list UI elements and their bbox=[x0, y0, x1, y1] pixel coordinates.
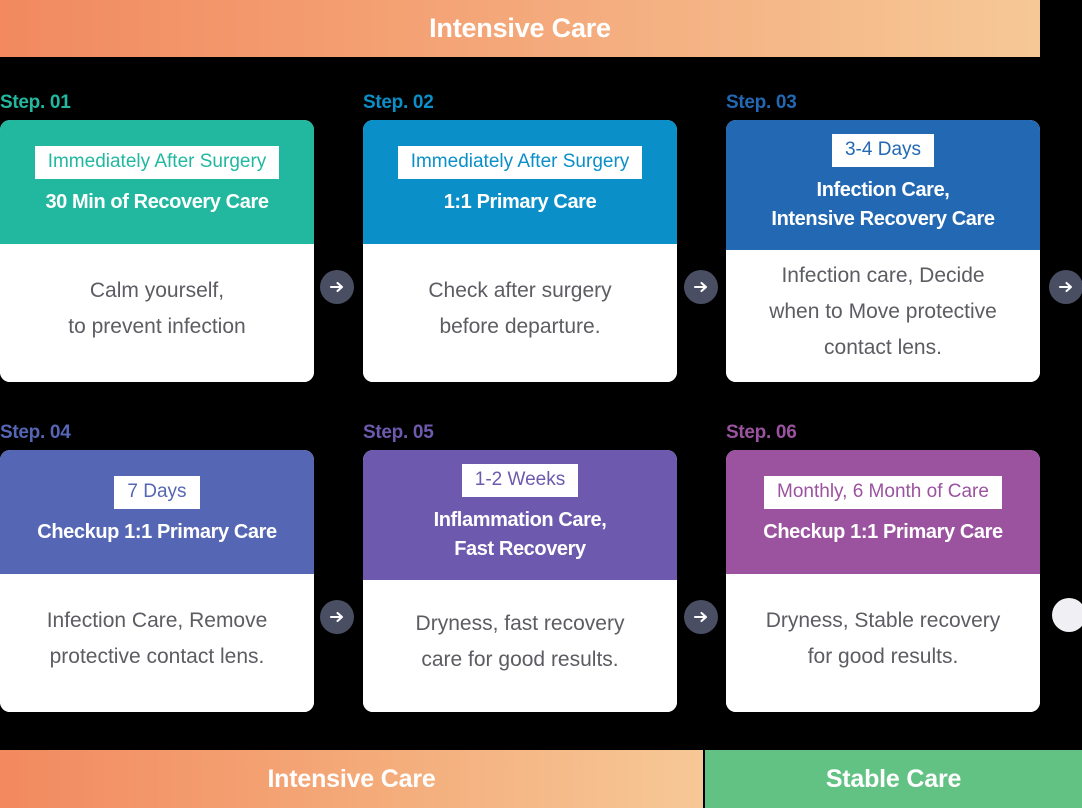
step-label-5: Step. 05 bbox=[363, 422, 434, 443]
step-label-1: Step. 01 bbox=[0, 92, 71, 113]
step-chip-4: 7 Days bbox=[114, 475, 200, 509]
step-chip-3: 3-4 Days bbox=[831, 134, 935, 167]
step-card-head-1: Immediately After Surgery 30 Min of Reco… bbox=[0, 120, 314, 244]
blank-circle-icon bbox=[1052, 598, 1082, 632]
bottom-bar-stable-care: Stable Care bbox=[705, 750, 1082, 808]
step-card-4[interactable]: 7 Days Checkup 1:1 Primary Care Infectio… bbox=[0, 450, 314, 712]
step-chip-1: Immediately After Surgery bbox=[34, 145, 280, 179]
step-cell-1: Step. 01 Immediately After Surgery 30 Mi… bbox=[0, 92, 314, 382]
step-card-head-3: 3-4 Days Infection Care,Intensive Recove… bbox=[726, 120, 1040, 250]
step-title-4: Checkup 1:1 Primary Care bbox=[37, 520, 277, 543]
arrow-right-icon bbox=[328, 608, 346, 626]
connector-arrow-1 bbox=[320, 270, 354, 304]
step-cell-2: Step. 02 Immediately After Surgery 1:1 P… bbox=[363, 92, 677, 382]
connector-arrow-2 bbox=[684, 270, 718, 304]
connector-arrow-4 bbox=[320, 600, 354, 634]
step-title-3: Infection Care,Intensive Recovery Care bbox=[771, 179, 995, 230]
step-label-6: Step. 06 bbox=[726, 422, 797, 443]
step-card-head-4: 7 Days Checkup 1:1 Primary Care bbox=[0, 450, 314, 574]
step-card-body-1: Calm yourself,to prevent infection bbox=[0, 244, 314, 382]
step-card-5[interactable]: 1-2 Weeks Inflammation Care,Fast Recover… bbox=[363, 450, 677, 712]
step-description-1: Calm yourself,to prevent infection bbox=[68, 278, 246, 338]
step-card-head-5: 1-2 Weeks Inflammation Care,Fast Recover… bbox=[363, 450, 677, 580]
arrow-right-icon bbox=[692, 278, 710, 296]
top-banner: Intensive Care bbox=[0, 0, 1040, 57]
connector-arrow-5 bbox=[684, 600, 718, 634]
step-title-2: 1:1 Primary Care bbox=[443, 190, 597, 213]
step-cell-6: Step. 06 Monthly, 6 Month of Care Checku… bbox=[726, 422, 1040, 712]
arrow-right-icon bbox=[328, 278, 346, 296]
step-chip-5: 1-2 Weeks bbox=[461, 464, 579, 497]
arrow-right-icon bbox=[1057, 278, 1075, 296]
steps-grid: Step. 01 Immediately After Surgery 30 Mi… bbox=[0, 92, 1082, 752]
step-cell-3: Step. 03 3-4 Days Infection Care,Intensi… bbox=[726, 92, 1040, 382]
step-chip-6: Monthly, 6 Month of Care bbox=[764, 475, 1002, 509]
connector-arrow-3 bbox=[1049, 270, 1082, 304]
step-label-2: Step. 02 bbox=[363, 92, 434, 113]
top-banner-label: Intensive Care bbox=[429, 13, 611, 43]
step-label-4: Step. 04 bbox=[0, 422, 71, 443]
arrow-right-icon bbox=[692, 608, 710, 626]
bottom-bar-intensive-label: Intensive Care bbox=[267, 764, 436, 793]
step-card-head-6: Monthly, 6 Month of Care Checkup 1:1 Pri… bbox=[726, 450, 1040, 574]
step-card-6[interactable]: Monthly, 6 Month of Care Checkup 1:1 Pri… bbox=[726, 450, 1040, 712]
step-card-2[interactable]: Immediately After Surgery 1:1 Primary Ca… bbox=[363, 120, 677, 382]
step-card-head-2: Immediately After Surgery 1:1 Primary Ca… bbox=[363, 120, 677, 244]
step-title-5: Inflammation Care,Fast Recovery bbox=[433, 509, 607, 560]
step-chip-2: Immediately After Surgery bbox=[397, 145, 643, 179]
bottom-bar-stable-label: Stable Care bbox=[825, 764, 962, 793]
step-label-3: Step. 03 bbox=[726, 92, 797, 113]
step-title-6: Checkup 1:1 Primary Care bbox=[763, 520, 1003, 543]
step-card-3[interactable]: 3-4 Days Infection Care,Intensive Recove… bbox=[726, 120, 1040, 382]
step-cell-5: Step. 05 1-2 Weeks Inflammation Care,Fas… bbox=[363, 422, 677, 712]
step-title-1: 30 Min of Recovery Care bbox=[45, 190, 269, 213]
step-cell-4: Step. 04 7 Days Checkup 1:1 Primary Care… bbox=[0, 422, 314, 712]
bottom-bar-intensive-care: Intensive Care bbox=[0, 750, 703, 808]
bottom-bars: Intensive Care Stable Care bbox=[0, 750, 1082, 808]
steps-row-2: Step. 04 7 Days Checkup 1:1 Primary Care… bbox=[0, 422, 1082, 752]
steps-row-1: Step. 01 Immediately After Surgery 30 Mi… bbox=[0, 92, 1082, 422]
step-card-1[interactable]: Immediately After Surgery 30 Min of Reco… bbox=[0, 120, 314, 382]
